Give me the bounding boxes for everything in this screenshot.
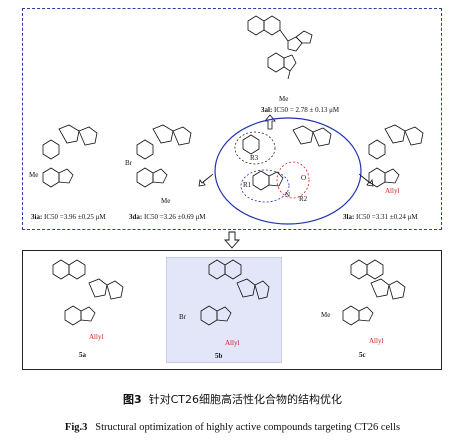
structure-5c <box>342 259 406 326</box>
caption-en-fig: Fig.3 <box>64 422 88 433</box>
structure-5b <box>200 259 270 326</box>
bottom-figure-panel: Allyl 5a Br Allyl 5b Me Allyl 5c <box>22 250 442 370</box>
label-5c: 5c <box>359 351 366 359</box>
core-n: N <box>285 191 291 199</box>
label-3ia: 3ia: IC50 =3.96 ±0.25 μM <box>31 213 106 221</box>
label-5c-me: Me <box>321 311 331 319</box>
label-5b-allyl: Allyl <box>225 339 240 347</box>
label-3ia-me: Me <box>29 171 39 179</box>
label-3al: 3al: IC50 = 2.78 ± 0.13 μM <box>261 106 340 114</box>
label-3da-br: Br <box>125 159 132 167</box>
core-o: O <box>301 174 307 182</box>
label-5b-br: Br <box>179 313 186 321</box>
core-r3: R3 <box>250 154 259 162</box>
caption-english: Fig.3 Structural optimization of highly … <box>0 422 465 433</box>
label-5b: 5b <box>215 352 223 360</box>
caption-cn-text: 针对CT26细胞高活性化合物的结构优化 <box>148 393 343 406</box>
arrow-down-icon <box>224 231 240 249</box>
label-5c-allyl: Allyl <box>369 337 384 345</box>
caption-chinese: 图3 针对CT26细胞高活性化合物的结构优化 <box>0 391 465 407</box>
caption-cn-fig: 图3 <box>122 393 142 406</box>
label-3la: 3la: IC50 =3.31 ±0.24 μM <box>343 213 418 221</box>
structure-3la <box>368 124 424 188</box>
structure-3al <box>247 15 313 80</box>
label-3da-me: Me <box>161 197 171 205</box>
label-5a-allyl: Allyl <box>89 333 104 341</box>
label-5a: 5a <box>79 351 86 359</box>
label-3da: 3da: IC50 =3.26 ±0.69 μM <box>129 213 206 221</box>
arrow-up-icon <box>264 114 276 130</box>
structure-3ia <box>42 124 98 188</box>
structure-5a <box>52 259 124 326</box>
core-r1: R1 <box>243 181 252 189</box>
top-figure-panel: Me 3al: IC50 = 2.78 ± 0.13 μM R3 R1 N R2… <box>22 8 442 230</box>
structure-3da <box>136 124 192 188</box>
core-scaffold-oval <box>214 117 362 225</box>
label-3la-allyl: Allyl <box>385 187 400 195</box>
highlight-5b <box>166 257 282 363</box>
core-r2: R2 <box>299 195 308 203</box>
label-3al-me: Me <box>279 95 289 103</box>
arrow-down-left-icon <box>198 173 214 187</box>
caption-en-text: Structural optimization of highly active… <box>95 422 401 433</box>
